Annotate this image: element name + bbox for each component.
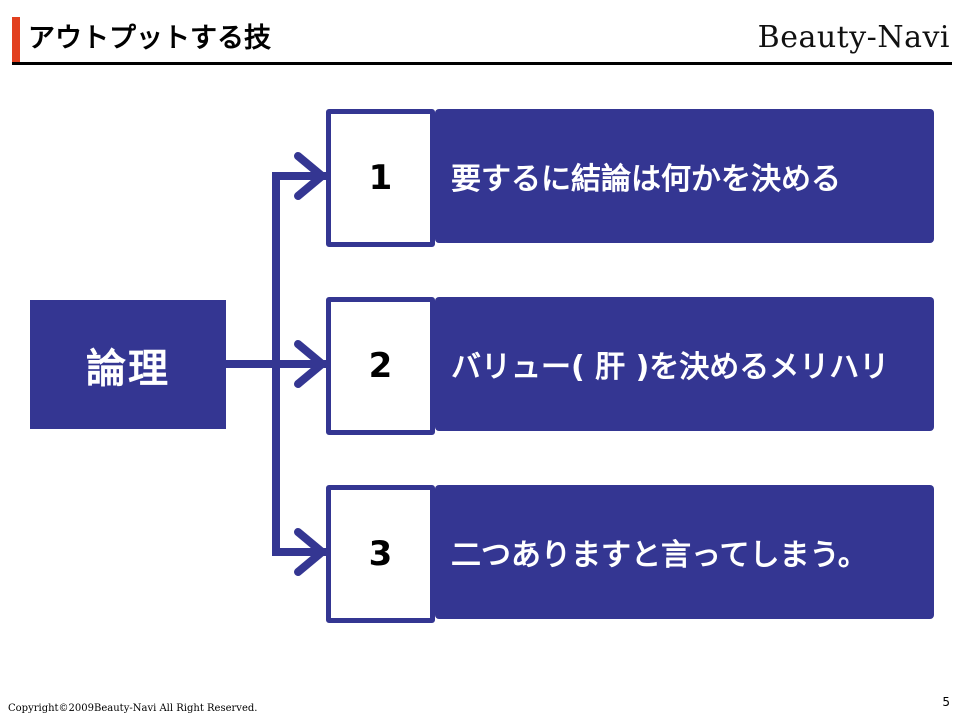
arrow-head-3 (294, 528, 326, 576)
title-underline (12, 62, 952, 65)
item-number-box-1: 1 (326, 109, 435, 247)
title-accent-bar (12, 17, 20, 63)
arrow-head-1 (294, 152, 326, 200)
item-box-3: 二つありますと言ってしまう。 (435, 485, 934, 619)
brand-logo: Beauty-Navi (757, 20, 950, 55)
copyright-text: Copyright©2009Beauty-Navi All Right Rese… (8, 703, 258, 714)
page-number: 5 (942, 695, 950, 709)
item-box-1: 要するに結論は何かを決める (435, 109, 934, 243)
item-box-2: バリュー( 肝 )を決めるメリハリ (435, 297, 934, 431)
source-box-logic: 論理 (30, 300, 226, 429)
item-number-box-3: 3 (326, 485, 435, 623)
slide-title: アウトプットする技 (28, 23, 271, 54)
arrow-head-2 (294, 340, 326, 388)
item-number-box-2: 2 (326, 297, 435, 435)
